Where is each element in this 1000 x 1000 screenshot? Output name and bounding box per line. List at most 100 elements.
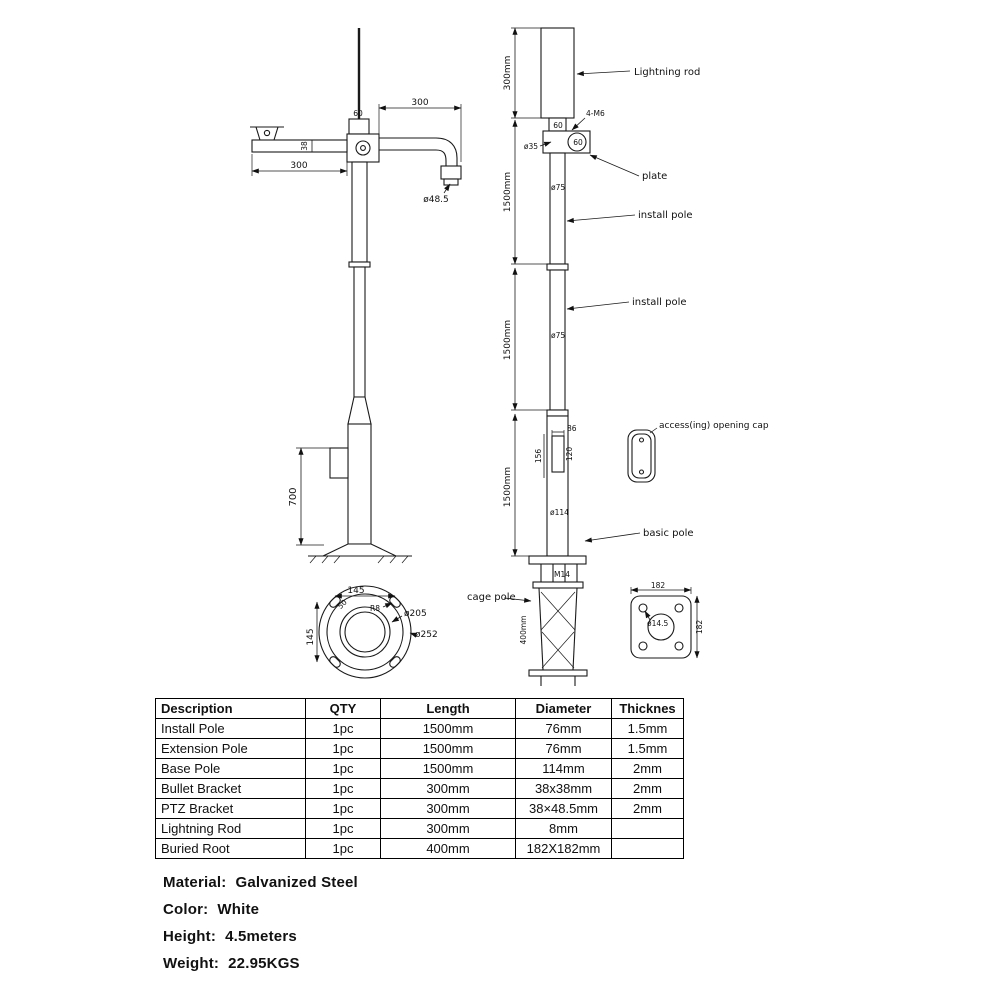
weight-label: Weight: (163, 955, 220, 972)
table-cell: 1.5mm (611, 718, 684, 739)
table-row: Bullet Bracket 1pc 300mm 38x38mm 2mm (155, 778, 684, 799)
dim-300mm: 300mm (503, 56, 513, 91)
dim-arm-top-300: 300 (411, 98, 428, 108)
table-row: Base Pole 1pc 1500mm 114mm 2mm (155, 758, 684, 779)
access-cap-view: access(ing) opening cap (627, 421, 769, 483)
dim-1500-3: 1500mm (503, 467, 513, 507)
table-cell: 38x38mm (515, 778, 612, 799)
dim-d205: ø205 (404, 609, 427, 619)
material-label: Material: (163, 874, 227, 891)
table-cell: 1pc (305, 778, 381, 799)
dim-d48: ø48.5 (423, 195, 449, 205)
color-line: Color: White (163, 901, 358, 918)
dim-d145: ø14.5 (647, 619, 669, 628)
label-plate: plate (642, 171, 667, 182)
access-door (329, 447, 349, 479)
table-cell: PTZ Bracket (155, 798, 306, 819)
dim-d35: ø35 (524, 142, 538, 151)
table-cell: 400mm (380, 838, 516, 859)
table-row: Install Pole 1pc 1500mm 76mm 1.5mm (155, 718, 684, 739)
table-header-cell: Description (155, 698, 306, 719)
left-pole-view: 60 38 300 300 ø48.5 (250, 28, 462, 564)
table-header-cell: Length (380, 698, 516, 719)
table-cell: 76mm (515, 738, 612, 759)
dim-120: 120 (565, 447, 574, 462)
dim-145-left: 145 (306, 628, 316, 645)
table-header-row: Description QTY Length Diameter Thicknes (155, 698, 684, 719)
table-cell: 2mm (611, 778, 684, 799)
weight-line: Weight: 22.95KGS (163, 955, 358, 972)
label-lightning-rod: Lightning rod (634, 67, 700, 78)
height-line: Height:4.5meters (163, 928, 358, 945)
base-plate-view: 145 145 50 R8 ø205 ø252 (306, 585, 438, 679)
dim-1500-2: 1500mm (503, 320, 513, 360)
ground-hatching (309, 555, 409, 564)
label-basic-pole: basic pole (643, 528, 694, 539)
dim-400mm: 400mm (519, 616, 528, 645)
dim-1500-1: 1500mm (503, 172, 513, 212)
dim-86: 86 (567, 424, 577, 433)
dim-182-right: 182 (695, 620, 704, 635)
dim-156: 156 (534, 449, 543, 464)
table-cell: 1pc (305, 798, 381, 819)
table-cell: 2mm (611, 798, 684, 819)
table-cell: 76mm (515, 718, 612, 739)
table-header-cell: Thicknes (611, 698, 684, 719)
material-value: Galvanized Steel (235, 874, 358, 891)
table-cell: 2mm (611, 758, 684, 779)
material-line: Material: Galvanized Steel (163, 874, 358, 891)
label-cage-pole: cage pole (467, 592, 516, 603)
right-pole-view: 300mm Lightning rod 60 60 4-M6 ø35 plate… (503, 27, 700, 565)
root-plate-view: 182 182 ø14.5 (630, 581, 704, 659)
table-row: Lightning Rod 1pc 300mm 8mm (155, 818, 684, 839)
table-cell: Base Pole (155, 758, 306, 779)
table-row: PTZ Bracket 1pc 300mm 38×48.5mm 2mm (155, 798, 684, 819)
table-header-cell: Diameter (515, 698, 612, 719)
dim-m14: M14 (554, 570, 570, 579)
dim-145-top: 145 (347, 586, 364, 596)
camera-mount-glyph (250, 126, 284, 141)
color-value: White (217, 901, 260, 918)
label-access-cap: access(ing) opening cap (659, 421, 769, 431)
dim-60a: 60 (553, 121, 563, 130)
table-cell: Bullet Bracket (155, 778, 306, 799)
table-cell: 300mm (380, 798, 516, 819)
table-cell: 1.5mm (611, 738, 684, 759)
table-cell: 1pc (305, 718, 381, 739)
table-cell: Buried Root (155, 838, 306, 859)
spec-footer: Material: Galvanized Steel Color: White He… (163, 874, 358, 982)
table-cell: 114mm (515, 758, 612, 779)
dim-60b: 60 (573, 138, 583, 147)
dim-d114: ø114 (550, 508, 569, 517)
table-cell: 1500mm (380, 738, 516, 759)
table-row: Buried Root 1pc 400mm 182X182mm (155, 838, 684, 859)
table-cell: 182X182mm (515, 838, 612, 859)
dim-700: 700 (288, 487, 299, 506)
color-label: Color: (163, 901, 209, 918)
spec-table: Description QTY Length Diameter Thicknes… (155, 698, 684, 859)
technical-drawing: 60 38 300 300 ø48.5 (250, 27, 769, 686)
dim-d75-1: ø75 (551, 183, 565, 192)
dim-d252: ø252 (415, 630, 438, 640)
dim-arm-38: 38 (300, 141, 309, 151)
table-cell: Install Pole (155, 718, 306, 739)
table-cell: 1500mm (380, 718, 516, 739)
height-value: 4.5meters (225, 928, 297, 945)
dim-50: 50 (336, 598, 349, 611)
table-cell: 300mm (380, 818, 516, 839)
table-cell: 1pc (305, 818, 381, 839)
dim-arm-left-300: 300 (290, 161, 307, 171)
dim-d75-2: ø75 (551, 331, 565, 340)
table-cell: Extension Pole (155, 738, 306, 759)
dim-182-top: 182 (651, 581, 666, 590)
table-cell: 1pc (305, 838, 381, 859)
table-header-cell: QTY (305, 698, 381, 719)
table-cell (611, 838, 684, 859)
dim-4m6: 4-M6 (586, 109, 605, 118)
cage-pole-view: M14 400mm cage pole (467, 564, 588, 686)
table-cell: 1500mm (380, 758, 516, 779)
weight-value: 22.95KGS (228, 955, 300, 972)
table-cell: 1pc (305, 758, 381, 779)
table-cell: 1pc (305, 738, 381, 759)
table-cell: 300mm (380, 778, 516, 799)
